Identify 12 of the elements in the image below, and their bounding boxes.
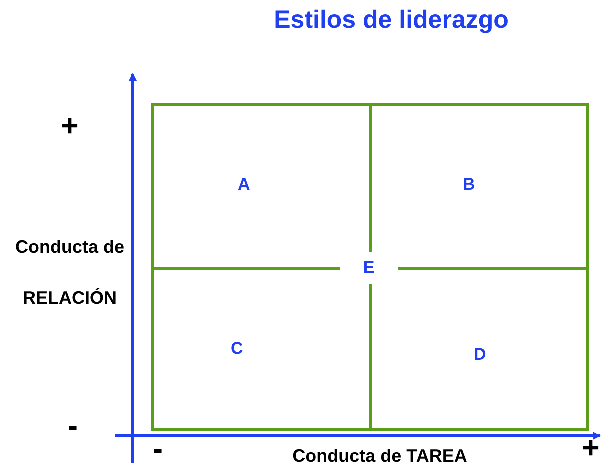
quadrant-label: D — [474, 346, 486, 363]
title: Estilos de liderazgo — [274, 6, 509, 35]
quadrant-label: B — [463, 176, 476, 193]
axis-sign: - — [152, 433, 164, 466]
axis-label: Conducta de TAREA — [292, 445, 468, 466]
axis-sign: + — [581, 432, 601, 466]
quadrant-label: C — [231, 340, 244, 357]
axis-sign: - — [67, 410, 79, 444]
axis-sign: + — [60, 110, 80, 144]
center-label: E — [340, 252, 398, 284]
quadrant-label: A — [238, 176, 250, 193]
axis-label: Conducta de RELACIÓN — [14, 236, 126, 310]
